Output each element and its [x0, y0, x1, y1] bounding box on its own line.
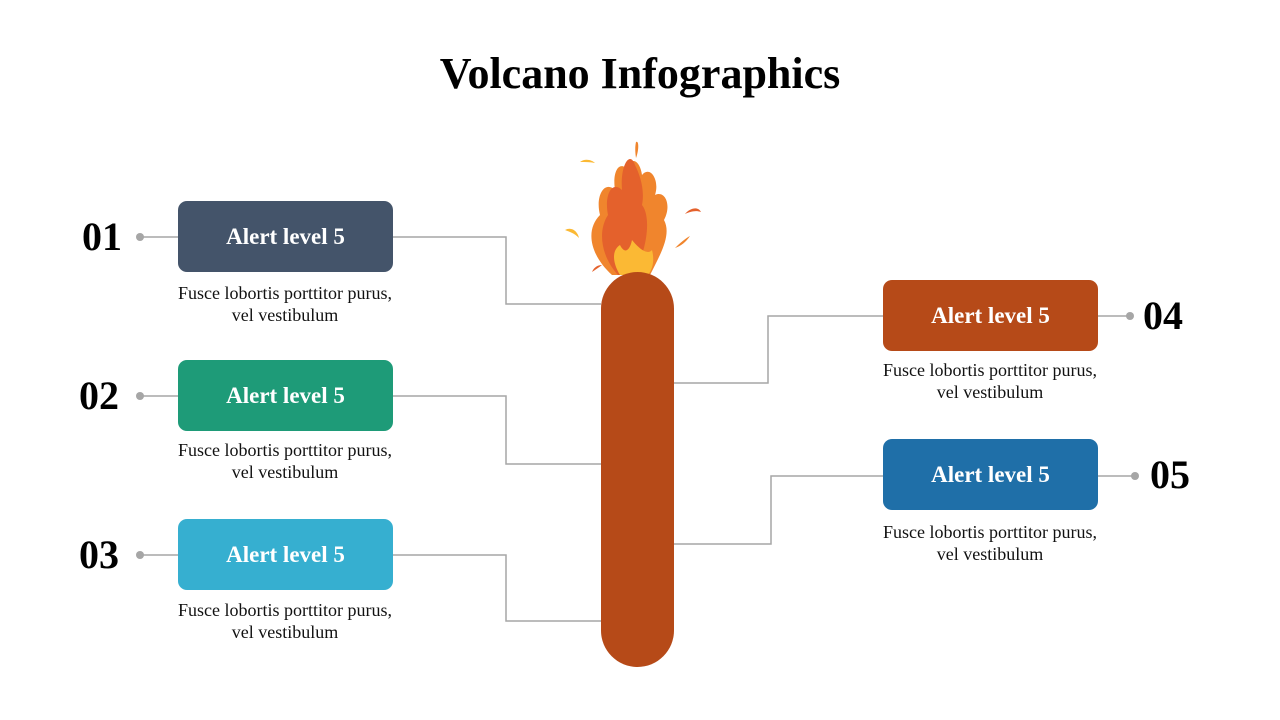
alert-description-1: Fusce lobortis porttitor purus, vel vest…: [178, 283, 392, 325]
volcano-column: [601, 272, 674, 667]
alert-box-5: Alert level 5: [883, 439, 1098, 510]
alert-description-4: Fusce lobortis porttitor purus, vel vest…: [883, 360, 1097, 402]
step-number: 04: [1143, 293, 1183, 338]
step-number: 01: [82, 214, 122, 259]
step-number: 03: [79, 532, 119, 577]
alert-box-3: Alert level 5: [178, 519, 393, 590]
step-number: 02: [79, 373, 119, 418]
flame-icon: [565, 141, 701, 275]
page-title: Volcano Infographics: [439, 49, 841, 98]
alert-description-5: Fusce lobortis porttitor purus, vel vest…: [883, 522, 1097, 564]
alert-description-3: Fusce lobortis porttitor purus, vel vest…: [178, 600, 392, 642]
alert-box-1: Alert level 5: [178, 201, 393, 272]
alert-description-2: Fusce lobortis porttitor purus, vel vest…: [178, 440, 392, 482]
alert-box-2: Alert level 5: [178, 360, 393, 431]
alert-box-4: Alert level 5: [883, 280, 1098, 351]
step-number: 05: [1150, 452, 1190, 497]
connector-lines: [140, 236, 1135, 622]
connector-dots: [136, 233, 1139, 559]
